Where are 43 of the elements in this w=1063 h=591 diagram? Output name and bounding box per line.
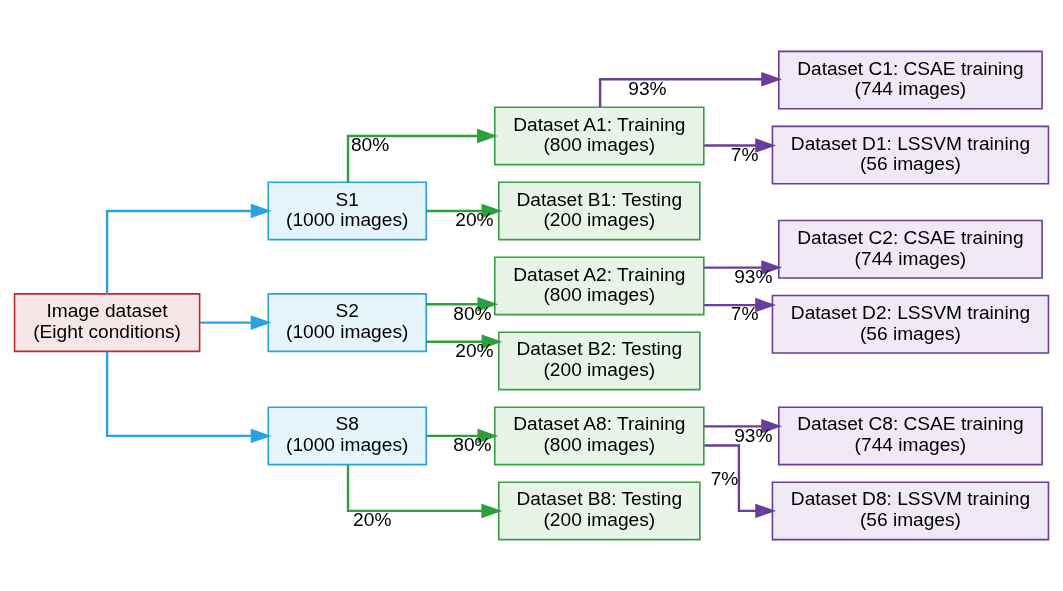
node-box: S1 (1000 images) — [267, 181, 427, 241]
arrow — [426, 428, 499, 444]
edge-label: 20% — [455, 209, 494, 231]
edge-label: 7% — [730, 303, 759, 325]
node-box: S2 (1000 images) — [267, 293, 427, 353]
arrow — [426, 203, 503, 219]
arrow — [346, 128, 498, 183]
node-box: S8 (1000 images) — [267, 406, 427, 466]
edge-label: 7% — [710, 468, 739, 490]
node-box: Dataset B8: Testing (200 images) — [498, 481, 701, 541]
arrow — [199, 315, 272, 330]
node-box: Dataset D1: LSSVM training (56 images) — [771, 125, 1050, 185]
arrow — [598, 72, 782, 107]
node-box: Dataset A2: Training (800 images) — [494, 256, 705, 316]
node-box: Dataset A1: Training (800 images) — [494, 106, 705, 166]
node-box: Image dataset (Eight conditions) — [13, 293, 201, 353]
node-box: Dataset C2: CSAE training (744 images) — [778, 219, 1043, 279]
arrow — [426, 297, 499, 312]
arrow — [704, 419, 782, 434]
node-box: Dataset D8: LSSVM training (56 images) — [771, 481, 1050, 541]
arrow — [704, 138, 776, 153]
arrow — [704, 297, 776, 313]
node-box: Dataset B2: Testing (200 images) — [498, 331, 701, 391]
node-box: Dataset A8: Training (800 images) — [494, 406, 705, 466]
arrow — [105, 203, 272, 294]
edge-label: 93% — [628, 77, 667, 99]
arrow — [426, 334, 503, 350]
node-box: Dataset C8: CSAE training (744 images) — [778, 406, 1043, 466]
edge-label: 80% — [453, 302, 492, 324]
arrow — [105, 351, 272, 444]
arrow — [704, 260, 782, 275]
node-box: Dataset D2: LSSVM training (56 images) — [771, 294, 1050, 354]
edge-label: 93% — [734, 424, 773, 446]
edge-label: 20% — [455, 340, 494, 362]
arrow — [704, 444, 776, 519]
node-box: Dataset C1: CSAE training (744 images) — [778, 50, 1043, 110]
edge-label: 20% — [353, 509, 392, 531]
edge-label: 7% — [730, 143, 759, 165]
node-box: Dataset B1: Testing (200 images) — [498, 181, 701, 241]
arrow — [346, 464, 503, 519]
edge-label: 80% — [350, 134, 390, 156]
edge-label: 93% — [734, 265, 773, 287]
edge-label: 80% — [453, 434, 492, 456]
